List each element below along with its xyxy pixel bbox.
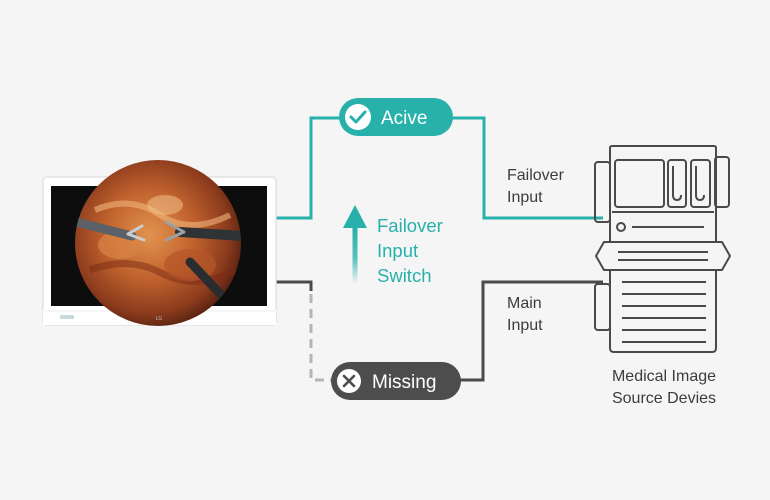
missing-label: Missing [372, 372, 436, 393]
x-circle-icon [337, 369, 361, 393]
failover-input-label-line: Input [507, 187, 564, 209]
failover-switch-arrow [343, 205, 367, 284]
medical-monitor: LG [43, 160, 276, 326]
missing-dashed-line [311, 294, 335, 380]
active-status-pill: Acive [339, 98, 453, 136]
failover-switch-label: Failover Input Switch [377, 213, 487, 288]
device-label-line: Medical Image [594, 366, 734, 388]
failover-switch-label-line: Input [377, 238, 487, 263]
monitor-main-line [276, 282, 311, 291]
device-label-line: Source Devies [594, 388, 734, 410]
check-circle-icon [345, 104, 371, 130]
missing-status-pill: Missing [331, 362, 461, 400]
main-input-label-line: Input [507, 315, 543, 337]
main-input-label-line: Main [507, 293, 543, 315]
failover-switch-label-line: Switch [377, 263, 487, 288]
monitor-logo: LG [156, 316, 163, 322]
medical-device-icon [595, 146, 730, 352]
main-input-label: Main Input [507, 293, 543, 337]
device-label: Medical Image Source Devies [594, 366, 734, 410]
failover-switch-label-line: Failover [377, 213, 487, 238]
active-label: Acive [381, 108, 427, 129]
failover-input-label-line: Failover [507, 165, 564, 187]
failover-input-label: Failover Input [507, 165, 564, 209]
